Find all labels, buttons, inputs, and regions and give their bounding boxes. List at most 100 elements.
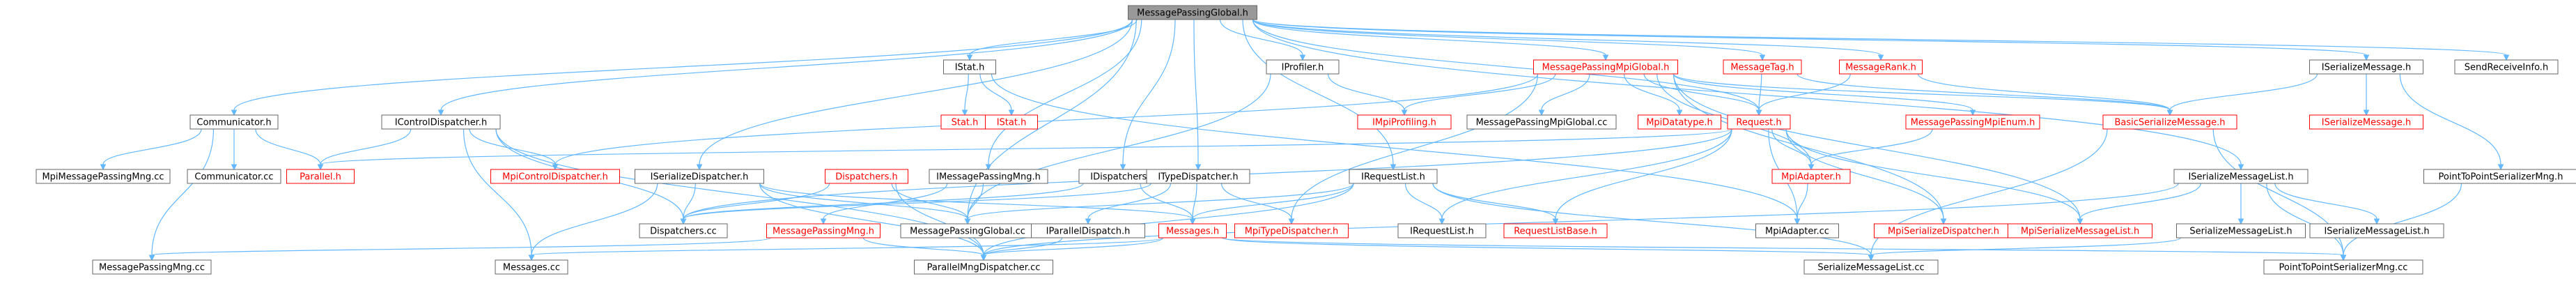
graph-node-imessagepassingmng[interactable]: IMessagePassingMng.h [929,169,1048,184]
graph-node-messagepassingmngh[interactable]: MessagePassingMng.h [766,223,880,238]
graph-node-box [929,169,1048,184]
dependency-edge [967,183,1354,220]
dependency-edge [891,183,968,220]
graph-node-box [1839,59,1923,75]
dependency-arrowhead [2340,255,2347,261]
graph-node-ptpserializermngh[interactable]: PointToPointSerializerMng.h [2423,169,2576,184]
graph-node-requestlistbase[interactable]: RequestListBase.h [1503,223,1608,238]
graph-node-label: MessagePassingMpiEnum.h [1911,118,2035,128]
graph-node-iserializemessage[interactable]: ISerializeMessage.h [2309,59,2423,75]
dependency-arrowhead [148,255,155,261]
dependency-edge [759,183,984,256]
graph-node-label: MessagePassingMpiGlobal.cc [1476,118,1608,128]
dependency-edge [759,183,968,220]
graph-node-istath2[interactable]: IStat.h [985,114,1038,130]
graph-node-icontroldispatcher[interactable]: IControlDispatcher.h [381,114,501,130]
graph-node-iprofiler[interactable]: IProfiler.h [1266,59,1340,75]
graph-node-communicatorcc[interactable]: Communicator.cc [187,169,281,184]
graph-node-mpiserializemessagelist[interactable]: MpiSerializeMessageList.h [2008,223,2152,238]
graph-node-messagetag[interactable]: MessageTag.h [1723,59,1802,75]
graph-node-label: MpiTypeDispatcher.h [1245,227,1339,237]
dependency-edge [1771,128,1812,165]
graph-node-label: ISerializeMessageList.h [2188,172,2293,183]
graph-node-iserializemessagelist[interactable]: ISerializeMessageList.h [2173,169,2309,184]
dependency-edge [1252,19,1763,56]
graph-node-iserializedispatcher[interactable]: ISerializeDispatcher.h [635,169,764,184]
graph-node-mpiadapterh[interactable]: MpiAdapter.h [1771,169,1851,184]
graph-node-dispatcherscc[interactable]: Dispatchers.cc [639,223,728,238]
graph-node-communicator[interactable]: Communicator.h [189,114,279,130]
graph-node-mpmpiglobalcc[interactable]: MessagePassingMpiGlobal.cc [1466,114,1617,130]
graph-node-messagerank[interactable]: MessageRank.h [1839,59,1923,75]
graph-node-mpmpiglobal[interactable]: MessagePassingMpiGlobal.h [1533,59,1678,75]
dependency-edge [463,128,532,256]
graph-node-root[interactable]: MessagePassingGlobal.h [1128,5,1257,20]
graph-node-parallelh[interactable]: Parallel.h [286,169,355,184]
dependency-arrowhead [317,164,324,171]
graph-node-sendreceiveinfo[interactable]: SendReceiveInfo.h [2454,59,2559,75]
dependency-edge [1192,183,1197,220]
graph-node-iserializemessageh2[interactable]: ISerializeMessage.h [2309,114,2423,130]
graph-node-mpitypedispatcher[interactable]: MpiTypeDispatcher.h [1234,223,1349,238]
graph-node-irequestlisth2[interactable]: IRequestList.h [1397,223,1487,238]
graph-node-label: ISerializeMessage.h [2322,63,2411,73]
dependency-edge [1404,73,1556,111]
graph-node-stath[interactable]: Stat.h [940,114,989,130]
graph-node-box [635,169,764,184]
graph-node-messagesh[interactable]: Messages.h [1158,223,1227,238]
graph-node-iserializemessagelisth2[interactable]: ISerializeMessageList.h [2309,223,2444,238]
graph-node-mpiserializedispatcher[interactable]: MpiSerializeDispatcher.h [1874,223,2013,238]
graph-node-dispatchersh[interactable]: Dispatchers.h [825,169,908,184]
dependency-arrowhead [231,164,238,171]
graph-node-box [914,259,1053,275]
graph-node-label: IMessagePassingMng.h [936,172,1041,183]
graph-node-messagescc[interactable]: Messages.cc [495,259,568,275]
graph-node-label: ISerializeMessageList.h [2324,227,2429,237]
dependency-edge [1917,73,2171,111]
graph-node-box [1266,59,1340,75]
graph-node-impiprofiling[interactable]: IMpiProfiling.h [1357,114,1452,130]
dependency-edge [1252,19,1606,56]
graph-node-mpiadaptercc[interactable]: MpiAdapter.cc [1755,223,1839,238]
graph-node-mpidatatype[interactable]: MpiDatatype.h [1638,114,1721,130]
graph-node-box [1128,5,1257,20]
dependency-edge [983,183,1354,256]
dependency-arrowhead [2237,164,2244,171]
graph-node-box [2173,169,2309,184]
graph-node-mpmpienum[interactable]: MessagePassingMpiEnum.h [1905,114,2040,130]
graph-node-box [495,259,568,275]
dependency-edge [531,237,1164,256]
graph-node-messagepassingmngcc[interactable]: MessagePassingMng.cc [92,259,212,275]
graph-node-label: ITypeDispatcher.h [1158,172,1238,183]
dependency-edge [1441,128,1732,220]
graph-node-iparalleldispatch[interactable]: IParallelDispatch.h [1031,223,1145,238]
dependency-edge [1432,183,1556,220]
dependency-arrowhead [680,218,687,225]
dependency-arrowhead [1759,54,1766,61]
graph-node-ptpserializermngcc[interactable]: PointToPointSerializerMng.cc [2263,259,2423,275]
graph-node-itypedispatcher[interactable]: ITypeDispatcher.h [1146,169,1250,184]
dependency-arrowhead [2166,109,2173,116]
dependency-edge [102,128,202,165]
graph-node-parallelmngdispatchercc[interactable]: ParallelMngDispatcher.cc [914,259,1053,275]
graph-node-box [1723,59,1802,75]
graph-node-mpimpmngcc[interactable]: MpiMessagePassingMng.cc [36,169,171,184]
dependency-edge [823,183,948,220]
graph-node-requesth[interactable]: Request.h [1727,114,1791,130]
graph-node-messagepassingglobalcc[interactable]: MessagePassingGlobal.cc [900,223,1035,238]
graph-node-box [381,114,501,130]
graph-node-irequestlist[interactable]: IRequestList.h [1349,169,1438,184]
graph-node-basicserializemessage[interactable]: BasicSerializeMessage.h [2102,114,2237,130]
graph-node-istat[interactable]: IStat.h [943,59,996,75]
graph-node-serializemessagelisth[interactable]: SerializeMessageList.h [2176,223,2306,238]
graph-node-box [943,59,996,75]
graph-node-label: IProfiler.h [1282,63,1324,73]
dependency-edge [1220,183,1292,220]
graph-node-idispatchers[interactable]: IDispatchers.h [1078,169,1167,184]
graph-node-label: MpiControlDispatcher.h [502,172,608,183]
dependency-arrowhead [2237,218,2244,225]
graph-node-label: Dispatchers.cc [650,227,717,237]
graph-node-serializemessagelistcc[interactable]: SerializeMessageList.cc [1803,259,1939,275]
graph-node-mpicontroldispatcher[interactable]: MpiControlDispatcher.h [490,169,620,184]
dependency-arrowhead [1195,164,1202,171]
